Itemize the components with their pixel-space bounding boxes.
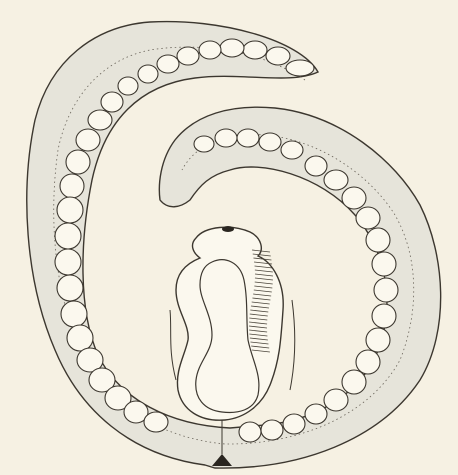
cell bbox=[138, 65, 158, 83]
cell bbox=[237, 129, 259, 147]
dorsal-mark bbox=[222, 226, 234, 232]
cell bbox=[55, 223, 81, 249]
cell bbox=[220, 39, 244, 57]
cell bbox=[372, 252, 396, 276]
cell bbox=[286, 60, 314, 76]
cell bbox=[66, 150, 90, 174]
cell bbox=[194, 136, 214, 152]
cell bbox=[118, 77, 138, 95]
cell bbox=[57, 275, 83, 301]
cell bbox=[243, 41, 267, 59]
cell bbox=[356, 350, 380, 374]
cell bbox=[342, 370, 366, 394]
cell bbox=[61, 301, 87, 327]
cell bbox=[261, 420, 283, 440]
cell bbox=[67, 325, 93, 351]
cell bbox=[199, 41, 221, 59]
cell bbox=[374, 278, 398, 302]
cell bbox=[88, 110, 112, 130]
cavity-septum bbox=[170, 310, 176, 380]
cell bbox=[305, 156, 327, 176]
cell bbox=[324, 389, 348, 411]
cell bbox=[305, 404, 327, 424]
cell bbox=[239, 422, 261, 442]
cavity-septum-right bbox=[290, 300, 295, 390]
cell bbox=[366, 228, 390, 252]
cell bbox=[60, 174, 84, 198]
cell bbox=[372, 304, 396, 328]
cell bbox=[281, 141, 303, 159]
cell bbox=[342, 187, 366, 209]
cell bbox=[215, 129, 237, 147]
cell bbox=[356, 207, 380, 229]
cell bbox=[157, 55, 179, 73]
cell bbox=[283, 414, 305, 434]
cell bbox=[259, 133, 281, 151]
cell bbox=[366, 328, 390, 352]
cell bbox=[144, 412, 168, 432]
cell bbox=[266, 47, 290, 65]
cell bbox=[177, 47, 199, 65]
cell bbox=[101, 92, 123, 112]
cell bbox=[324, 170, 348, 190]
cell bbox=[55, 249, 81, 275]
cell bbox=[76, 129, 100, 151]
cell bbox=[57, 197, 83, 223]
